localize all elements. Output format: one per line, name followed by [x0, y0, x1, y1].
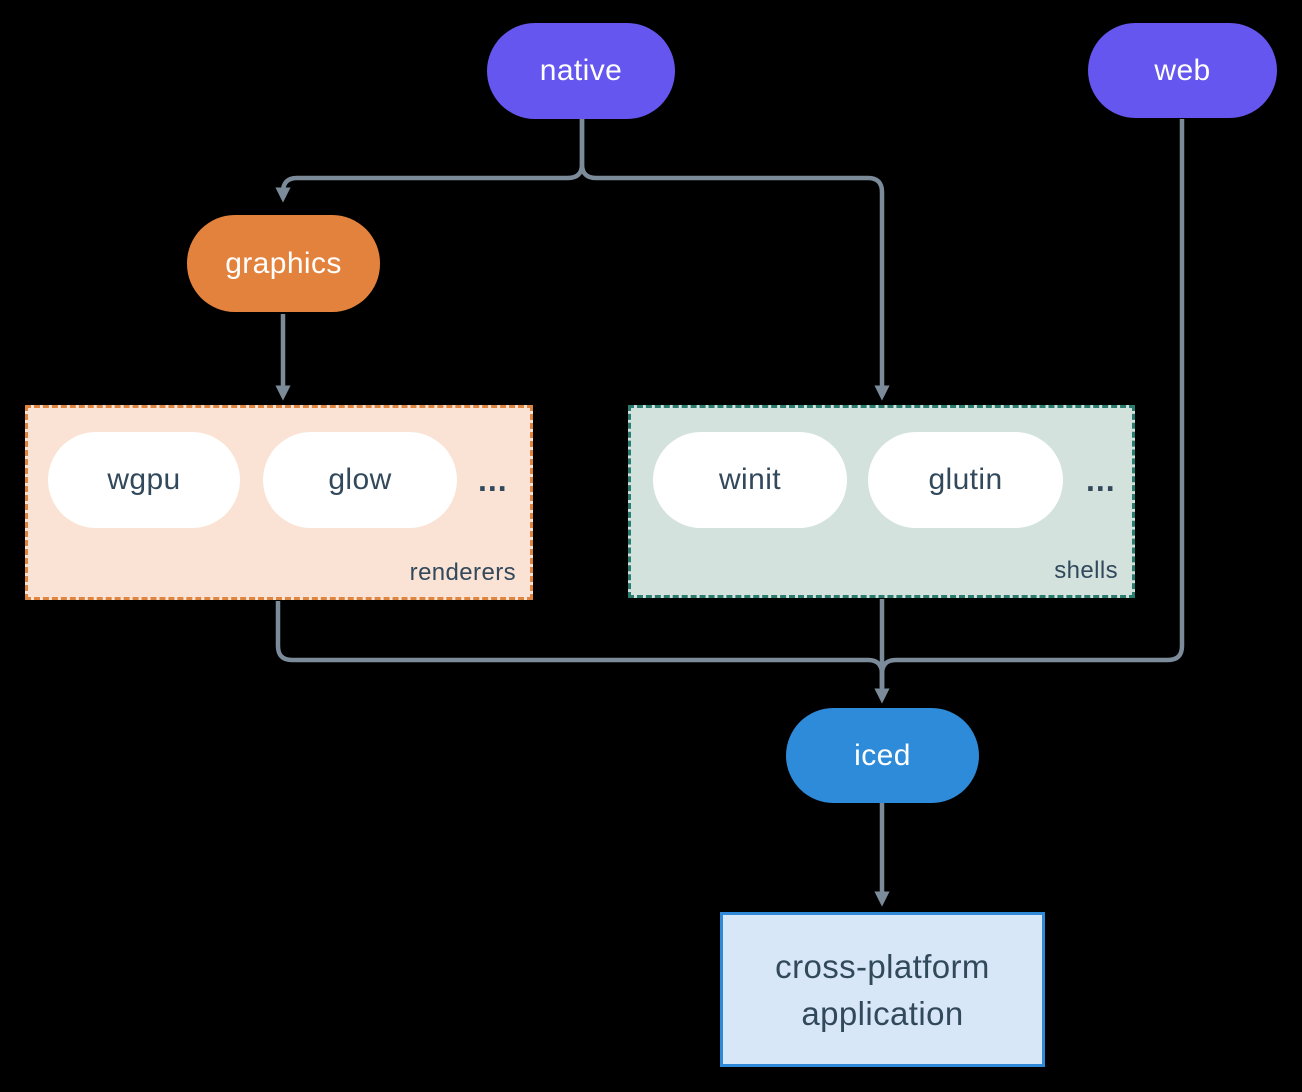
node-iced: iced: [786, 708, 979, 803]
edge-native-to-graphics: [275, 119, 585, 203]
renderers-ellipsis: ...: [478, 462, 508, 498]
node-wgpu: wgpu: [48, 432, 240, 528]
node-winit: winit: [653, 432, 847, 528]
node-graphics: graphics: [187, 215, 380, 312]
edge-native-to-shells: [579, 119, 890, 401]
group-shells: winit glutin ... shells: [628, 405, 1135, 598]
application-label-line2: application: [801, 994, 964, 1032]
renderers-caption: renderers: [409, 559, 516, 586]
node-native: native: [487, 23, 675, 119]
edge-web-to-iced: [879, 119, 1185, 688]
node-web: web: [1088, 23, 1277, 118]
group-renderers: wgpu glow ... renderers: [25, 405, 533, 600]
edge-renderers-to-iced: [275, 601, 885, 688]
shells-caption: shells: [1054, 557, 1118, 584]
shells-ellipsis: ...: [1086, 462, 1116, 498]
application-label-line1: cross-platform: [775, 947, 990, 985]
node-glow: glow: [263, 432, 457, 528]
node-cross-platform-application: cross-platform application: [720, 912, 1045, 1067]
node-glutin: glutin: [868, 432, 1063, 528]
